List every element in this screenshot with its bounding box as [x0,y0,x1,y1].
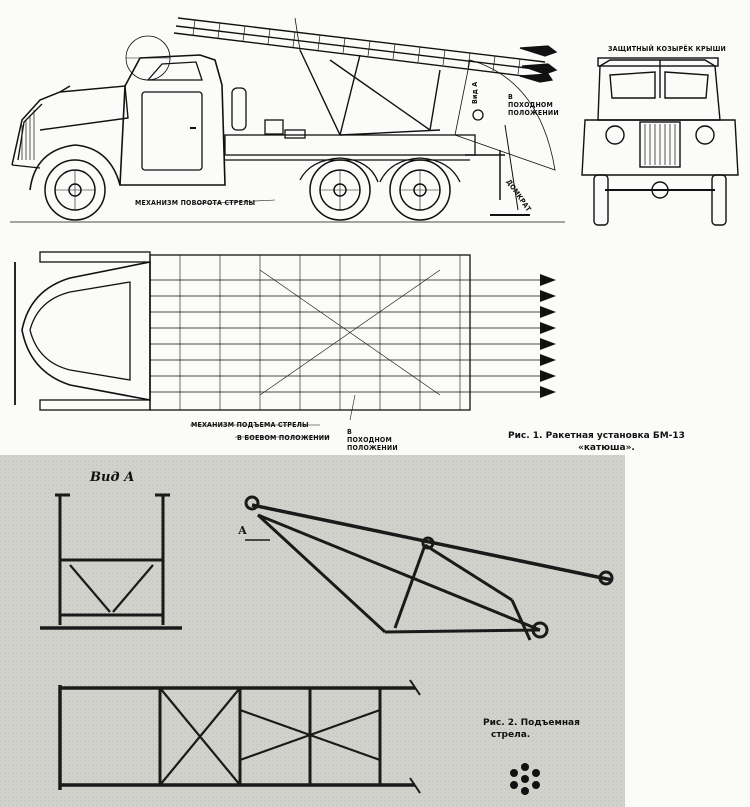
figure1-caption-number: Рис. 1. [508,431,543,441]
label-turn-mechanism: МЕХАНИЗМ ПОВОРОТА СТРЕЛЫ [135,199,256,207]
label-view-a-side: Вид А [471,81,479,104]
label-lift-mechanism: МЕХАНИЗМ ПОДЪЕМА СТРЕЛЫ [191,421,309,429]
label-travel-position: В ПОХОДНОМ ПОЛОЖЕНИИ [508,93,559,117]
boom-drawing [0,455,625,807]
label-view-a: Вид А [90,470,135,485]
figure2-caption-title: Подъемная [520,718,580,728]
figure1-caption: Рис. 1. Ракетная установка БМ-13 «катюша… [508,430,685,454]
truck-top-view [14,251,556,438]
label-travel-position-2: В ПОХОДНОМ ПОЛОЖЕНИИ [347,428,398,452]
figure2-caption: Рис. 2. Подъемная стрела. [483,717,580,741]
label-arrow-a: А [238,524,247,537]
figure1-caption-title: Ракетная установка БМ-13 [545,431,685,441]
label-roof-guard: ЗАЩИТНЫЙ КОЗЫРЁК КРЫШИ [608,45,727,53]
truck-side-view [10,17,565,223]
truck-front-view [581,57,739,226]
figure1-caption-title2: «катюша». [578,443,635,453]
label-combat-position: В БОЕВОМ ПОЛОЖЕНИИ [237,434,330,442]
asterisk-icon [510,763,540,795]
figure2-caption-number: Рис. 2. [483,718,518,728]
figure2-caption-title2: стрела. [491,730,531,740]
